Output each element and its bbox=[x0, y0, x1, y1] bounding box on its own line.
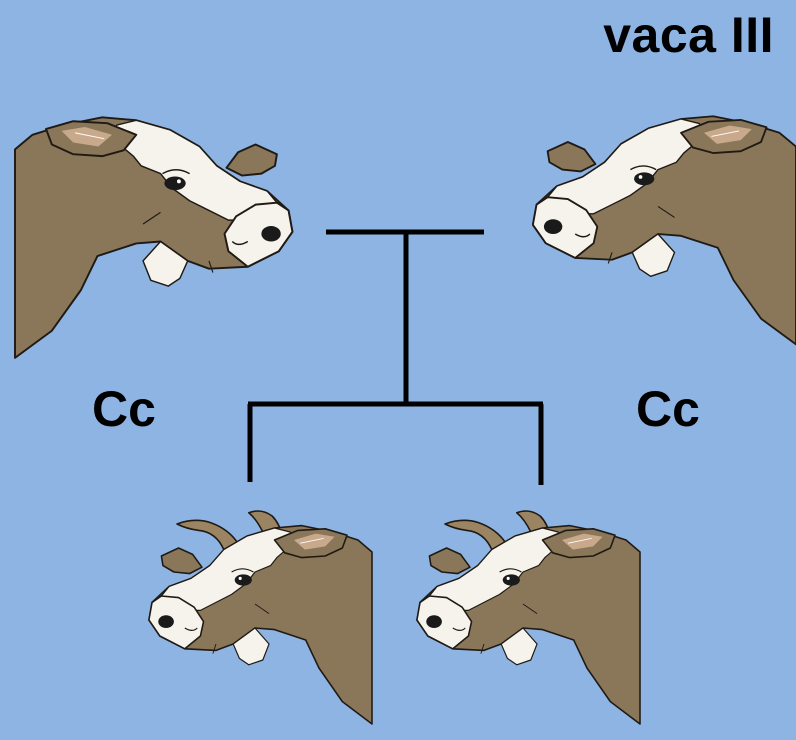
parent-left-cow-head bbox=[14, 116, 294, 359]
offspring-right-cow-head bbox=[416, 510, 641, 725]
parent-right-genotype: Cc bbox=[636, 381, 700, 437]
diagram-title: vaca III bbox=[603, 7, 774, 63]
offspring-left-cow-head bbox=[148, 510, 373, 725]
parent-left-genotype: Cc bbox=[92, 381, 156, 437]
parent-right-cow-head bbox=[531, 115, 796, 346]
